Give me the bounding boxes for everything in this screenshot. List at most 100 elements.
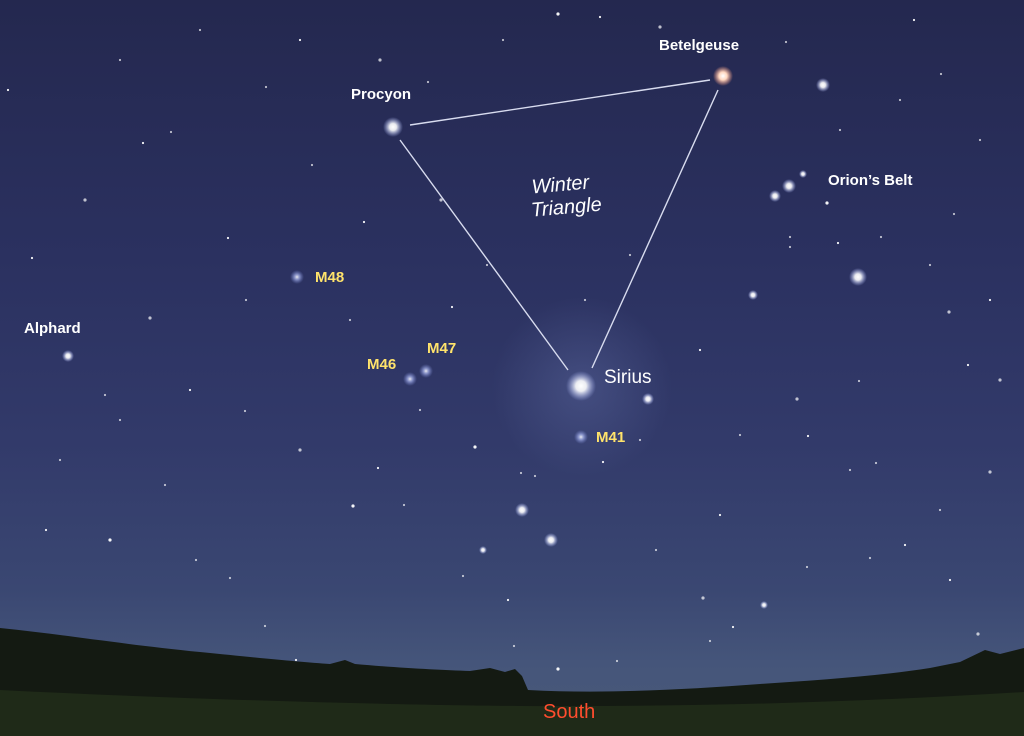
faint-star	[461, 574, 465, 578]
faint-star	[485, 263, 489, 267]
faint-star	[44, 528, 48, 532]
m48-cluster[interactable]	[290, 270, 304, 284]
faint-star	[978, 138, 982, 142]
orions-belt-label: Orion’s Belt	[828, 172, 913, 189]
star	[748, 290, 758, 300]
faint-star	[701, 596, 705, 600]
faint-star	[806, 434, 810, 438]
faint-star	[378, 58, 382, 62]
faint-star	[294, 658, 298, 662]
faint-star	[976, 632, 980, 636]
orions-belt-stars[interactable]	[769, 170, 807, 202]
star	[642, 393, 654, 405]
faint-star	[103, 393, 107, 397]
faint-star	[658, 25, 662, 29]
procyon-star[interactable]	[383, 117, 403, 137]
faint-star	[141, 141, 145, 145]
faint-star	[506, 598, 510, 602]
faint-star	[118, 418, 122, 422]
alphard-star[interactable]	[62, 350, 74, 362]
faint-star	[194, 558, 198, 562]
compass-direction-south: South	[543, 701, 596, 723]
faint-star	[501, 38, 505, 42]
star	[544, 533, 558, 547]
faint-star	[310, 163, 314, 167]
faint-star	[348, 318, 352, 322]
faint-star	[988, 470, 992, 474]
faint-star	[952, 212, 956, 216]
faint-star	[698, 348, 702, 352]
winter-triangle-lines	[399, 79, 719, 371]
faint-star	[163, 483, 167, 487]
faint-star	[583, 298, 587, 302]
faint-star	[731, 625, 735, 629]
faint-star	[118, 58, 122, 62]
faint-star	[795, 397, 799, 401]
faint-star	[6, 88, 10, 92]
faint-star	[226, 236, 230, 240]
faint-star	[228, 576, 232, 580]
faint-star	[263, 624, 267, 628]
star	[515, 503, 529, 517]
faint-star	[243, 409, 247, 413]
alnitak-star[interactable]	[769, 190, 781, 202]
sirius-star[interactable]	[566, 371, 596, 401]
faint-star	[879, 235, 883, 239]
faint-star	[738, 433, 742, 437]
faint-star	[601, 460, 605, 464]
faint-star	[169, 130, 173, 134]
faint-star	[402, 503, 406, 507]
faint-star	[512, 644, 516, 648]
faint-star	[628, 253, 632, 257]
faint-star	[198, 28, 202, 32]
faint-star	[788, 245, 792, 249]
winter-triangle-label: Winter Triangle	[520, 172, 602, 222]
faint-star	[928, 263, 932, 267]
m41-cluster[interactable]	[574, 430, 588, 444]
faint-star	[988, 298, 992, 302]
faint-star	[450, 305, 454, 309]
m41-label: M41	[596, 429, 626, 446]
betelgeuse-star[interactable]	[713, 66, 733, 86]
faint-star	[874, 461, 878, 465]
faint-star	[58, 458, 62, 462]
m46-cluster[interactable]	[403, 372, 417, 386]
mintaka-star[interactable]	[799, 170, 807, 178]
ground	[0, 690, 1024, 736]
star	[760, 601, 768, 609]
betelgeuse-label: Betelgeuse	[659, 37, 740, 54]
faint-star	[244, 298, 248, 302]
alnilam-star[interactable]	[782, 179, 796, 193]
faint-star	[948, 578, 952, 582]
faint-star	[615, 659, 619, 663]
faint-star	[825, 201, 829, 205]
faint-star	[784, 40, 788, 44]
faint-star	[108, 538, 112, 542]
faint-star	[362, 220, 366, 224]
bellatrix-star[interactable]	[816, 78, 830, 92]
faint-star	[439, 198, 443, 202]
faint-star	[903, 543, 907, 547]
faint-star	[418, 408, 422, 412]
faint-star	[898, 98, 902, 102]
faint-star	[805, 565, 809, 569]
triangle-line-procyon-sirius	[399, 139, 569, 371]
star	[479, 546, 487, 554]
faint-star	[788, 235, 792, 239]
triangle-line-procyon-betelgeuse	[409, 79, 711, 126]
faint-star	[966, 363, 970, 367]
m48-label: M48	[315, 269, 345, 286]
m47-cluster[interactable]	[419, 364, 433, 378]
m46-label: M46	[367, 356, 397, 373]
triangle-line-betelgeuse-sirius	[591, 89, 719, 369]
faint-star	[857, 379, 861, 383]
faint-star	[376, 466, 380, 470]
faint-star	[912, 18, 916, 22]
alphard-label: Alphard	[24, 320, 81, 337]
faint-star	[654, 548, 658, 552]
faint-star	[868, 556, 872, 560]
rigel-star[interactable]	[849, 268, 867, 286]
faint-star	[556, 12, 560, 16]
faint-star	[30, 256, 34, 260]
